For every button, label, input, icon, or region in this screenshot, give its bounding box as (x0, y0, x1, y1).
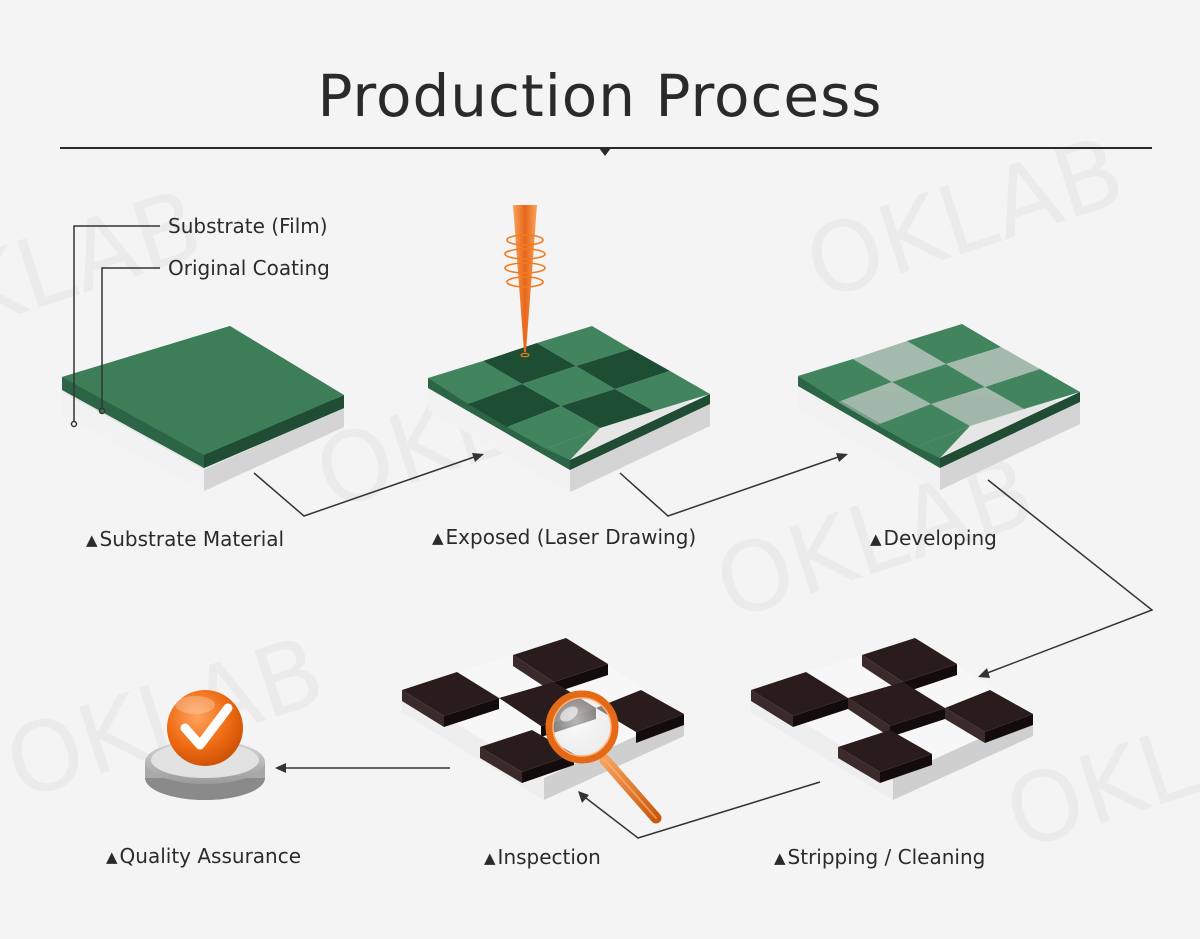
step-label-developing: ▲Developing (870, 526, 997, 550)
flow-arrows (253, 454, 1154, 839)
board-inspection (402, 638, 684, 824)
step-label-stripping: ▲Stripping / Cleaning (774, 845, 986, 869)
header-pointer (599, 148, 611, 156)
triangle-marker-icon: ▲ (484, 849, 496, 867)
triangle-marker-icon: ▲ (432, 529, 444, 547)
svg-text:OKLAB: OKLAB (792, 115, 1136, 322)
callout-leaders (70, 225, 160, 428)
triangle-marker-icon: ▲ (774, 849, 786, 867)
developing-grid (798, 324, 1080, 458)
triangle-marker-icon: ▲ (106, 848, 118, 866)
callout-substrate-film: Substrate (Film) (168, 214, 328, 238)
quality-badge-icon (145, 690, 265, 800)
exposed-grid (428, 326, 710, 460)
laser-beam-icon (504, 205, 546, 358)
callout-original-coating: Original Coating (168, 256, 330, 280)
page-title: Production Process (317, 62, 883, 130)
triangle-marker-icon: ▲ (870, 530, 882, 548)
chrome-pattern (751, 638, 1033, 783)
triangle-marker-icon: ▲ (86, 531, 98, 549)
board-developing (798, 324, 1080, 490)
step-label-quality-assurance: ▲Quality Assurance (106, 844, 302, 868)
step-label-substrate-material: ▲Substrate Material (86, 527, 285, 551)
step-label-inspection: ▲Inspection (484, 845, 601, 869)
board-substrate-material (62, 326, 344, 491)
arrow-heads (275, 453, 990, 803)
check-mark-icon (180, 703, 233, 750)
board-exposed (428, 205, 710, 492)
board-stripping (751, 638, 1033, 800)
inspection-pattern (402, 638, 684, 783)
step-label-exposed: ▲Exposed (Laser Drawing) (432, 525, 697, 549)
magnifier-icon (545, 690, 662, 824)
